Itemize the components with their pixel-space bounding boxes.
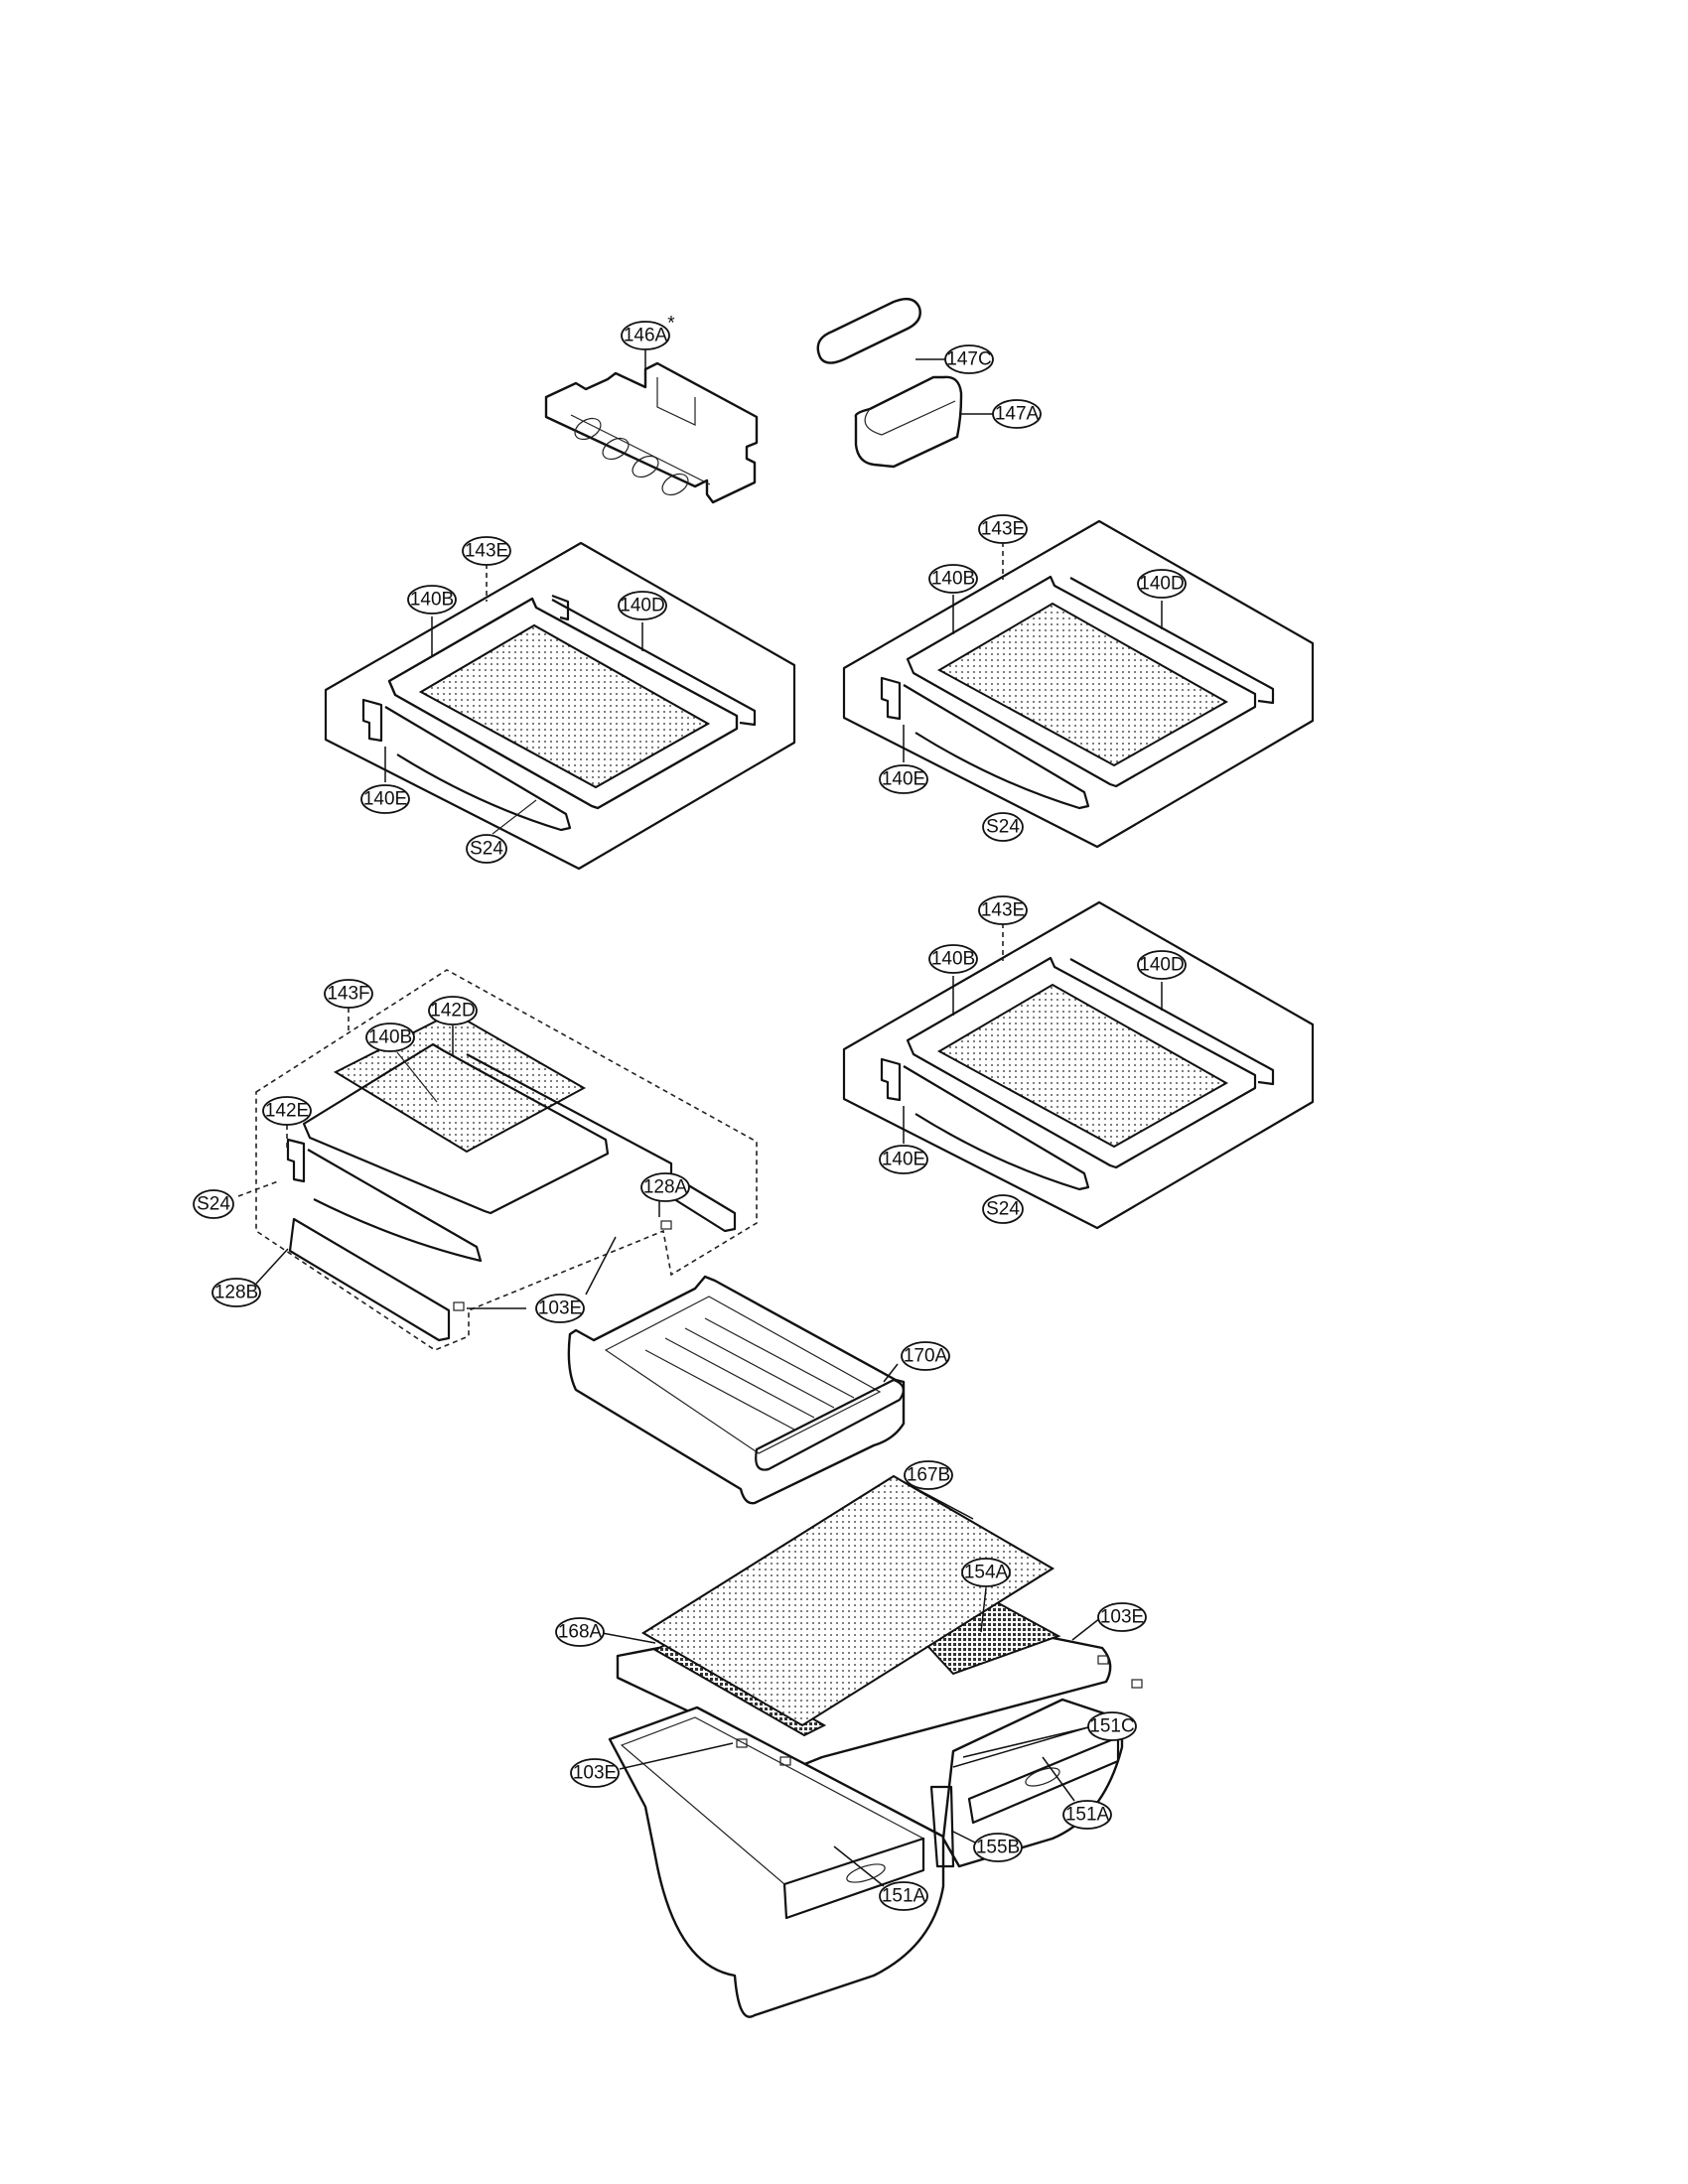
svg-text:154A: 154A bbox=[964, 1563, 1009, 1583]
svg-text:147A: 147A bbox=[995, 404, 1040, 425]
callout-140d: 140D bbox=[1137, 950, 1187, 980]
svg-text:103E: 103E bbox=[573, 1763, 617, 1784]
svg-text:140D: 140D bbox=[620, 596, 664, 616]
callout-128a: 128A bbox=[640, 1172, 690, 1202]
callout-140b: 140B bbox=[407, 585, 457, 614]
callout-140d: 140D bbox=[618, 591, 667, 620]
svg-text:128A: 128A bbox=[643, 1177, 688, 1198]
callout-170a: 170A bbox=[901, 1341, 950, 1371]
callout-103e: 103E bbox=[535, 1294, 585, 1323]
callout-143e: 143E bbox=[978, 895, 1028, 925]
crisper-drawer-151A-left bbox=[608, 1706, 945, 2018]
svg-text:140B: 140B bbox=[931, 569, 975, 590]
egg-tray-146A bbox=[544, 347, 759, 504]
svg-text:140E: 140E bbox=[882, 1150, 925, 1170]
svg-text:168A: 168A bbox=[558, 1622, 603, 1643]
svg-text:142E: 142E bbox=[265, 1101, 309, 1122]
callout-147c: 147C bbox=[944, 344, 994, 374]
svg-text:151A: 151A bbox=[1065, 1805, 1110, 1826]
callout-147a: 147A bbox=[992, 399, 1042, 429]
callout-143e: 143E bbox=[462, 536, 511, 566]
shelf-assembly-143E-1 bbox=[324, 541, 796, 871]
callout-103e: 103E bbox=[570, 1758, 620, 1788]
svg-text:143E: 143E bbox=[981, 900, 1025, 921]
svg-text:143E: 143E bbox=[981, 519, 1025, 540]
callout-103e: 103E bbox=[1097, 1602, 1147, 1632]
svg-text:147C: 147C bbox=[946, 349, 991, 370]
crisper-leaders bbox=[619, 1617, 1143, 1887]
svg-text:S24: S24 bbox=[197, 1194, 230, 1215]
callout-151c: 151C bbox=[1087, 1711, 1137, 1741]
svg-text:103E: 103E bbox=[538, 1298, 582, 1319]
callout-167b: 167B bbox=[904, 1460, 953, 1490]
svg-text:*: * bbox=[667, 314, 675, 335]
svg-text:140E: 140E bbox=[882, 769, 925, 790]
svg-text:151C: 151C bbox=[1089, 1716, 1134, 1737]
svg-text:146A: 146A bbox=[624, 326, 668, 346]
callout-154a: 154A bbox=[961, 1558, 1011, 1587]
svg-text:142D: 142D bbox=[430, 1001, 475, 1022]
callout-layer: 146A* 147C 147A 143E 140B 140D 140E S24 143E 140B… bbox=[193, 314, 1187, 1911]
shelf-assembly-143F bbox=[237, 969, 758, 1351]
callout-140b: 140B bbox=[365, 1023, 415, 1052]
svg-text:140E: 140E bbox=[363, 789, 407, 810]
svg-text:140B: 140B bbox=[368, 1027, 412, 1048]
container-147A-and-lid-147C bbox=[816, 297, 993, 469]
svg-text:167B: 167B bbox=[907, 1465, 950, 1486]
callout-140d: 140D bbox=[1137, 569, 1187, 599]
callout-142e: 142E bbox=[262, 1096, 312, 1126]
callout-168a: 168A bbox=[555, 1617, 605, 1647]
svg-text:140D: 140D bbox=[1139, 955, 1184, 976]
callout-140e: 140E bbox=[360, 784, 410, 814]
callout-128b: 128B bbox=[211, 1278, 261, 1307]
callout-151a: 151A bbox=[879, 1881, 928, 1911]
svg-text:128B: 128B bbox=[214, 1283, 258, 1303]
divider-155B bbox=[929, 1785, 955, 1868]
svg-text:S24: S24 bbox=[470, 839, 503, 860]
svg-text:140D: 140D bbox=[1139, 574, 1184, 595]
callout-146a: 146A* bbox=[621, 314, 675, 350]
svg-text:103E: 103E bbox=[1100, 1607, 1144, 1628]
callout-142d: 142D bbox=[428, 996, 478, 1025]
shelf-assembly-143E-2 bbox=[842, 519, 1315, 849]
svg-text:140B: 140B bbox=[410, 590, 454, 611]
svg-text:143F: 143F bbox=[327, 984, 369, 1005]
callout-s24: S24 bbox=[193, 1189, 234, 1219]
drawer-170A bbox=[567, 1275, 906, 1505]
callout-143f: 143F bbox=[324, 979, 373, 1009]
callout-140b: 140B bbox=[928, 564, 978, 594]
svg-text:151A: 151A bbox=[882, 1886, 926, 1907]
svg-text:S24: S24 bbox=[986, 1199, 1020, 1220]
crisper-cover-154A bbox=[596, 1474, 1112, 1767]
callout-151a: 151A bbox=[1062, 1800, 1112, 1830]
callout-140b: 140B bbox=[928, 944, 978, 974]
callout-s24: S24 bbox=[466, 834, 507, 864]
callout-s24: S24 bbox=[982, 812, 1024, 842]
svg-text:155B: 155B bbox=[976, 1838, 1020, 1858]
svg-text:170A: 170A bbox=[904, 1346, 948, 1367]
callout-140e: 140E bbox=[879, 1145, 928, 1174]
shelf-assembly-143E-3 bbox=[842, 900, 1315, 1230]
callout-143e: 143E bbox=[978, 514, 1028, 544]
callout-155b: 155B bbox=[973, 1833, 1023, 1862]
svg-text:140B: 140B bbox=[931, 949, 975, 970]
svg-text:S24: S24 bbox=[986, 817, 1020, 838]
callout-s24: S24 bbox=[982, 1194, 1024, 1224]
callout-140e: 140E bbox=[879, 764, 928, 794]
svg-text:143E: 143E bbox=[465, 541, 508, 562]
